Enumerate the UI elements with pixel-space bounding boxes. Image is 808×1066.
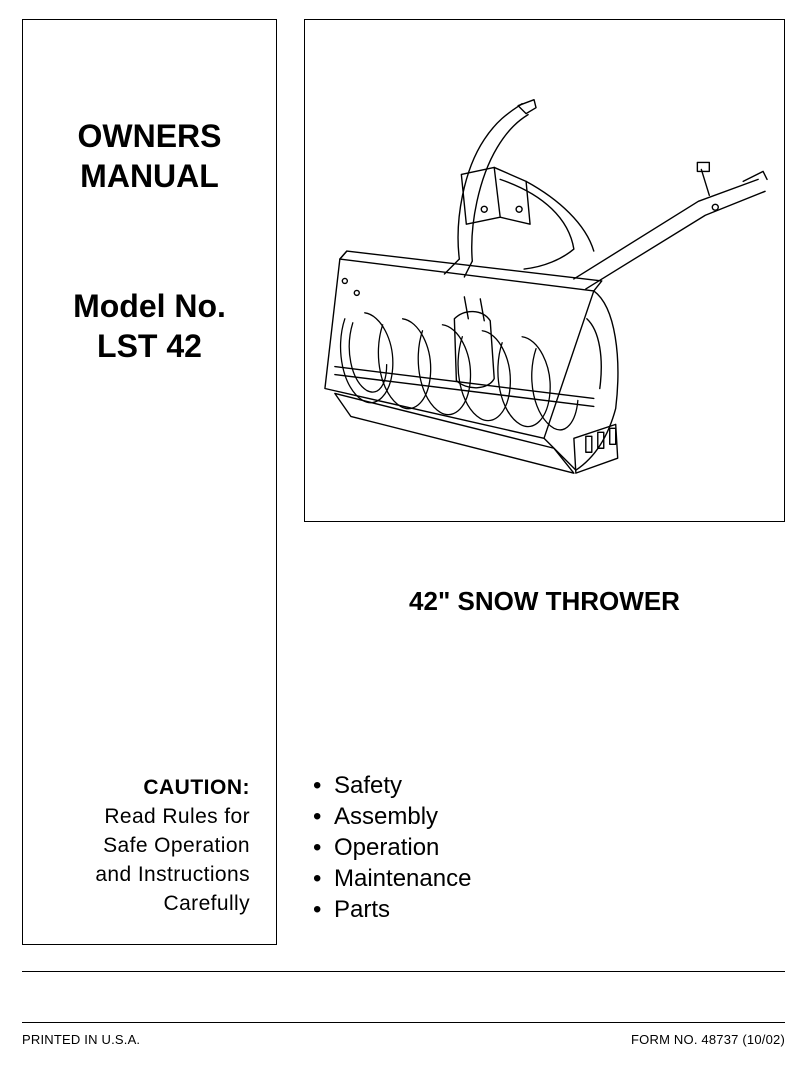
snow-thrower-illustration [324, 99, 768, 474]
caution-line: Safe Operation [103, 834, 250, 857]
divider [22, 1022, 785, 1023]
bullet-glyph: • [313, 834, 322, 861]
product-image-frame [304, 19, 785, 522]
list-item: • Maintenance [313, 863, 471, 894]
caution-heading: CAUTION: [143, 776, 250, 799]
list-item: • Safety [313, 770, 471, 801]
divider [22, 971, 785, 972]
list-item: • Parts [313, 894, 471, 925]
form-number-label: FORM NO. 48737 (10/02) [631, 1032, 785, 1047]
caution-line: Carefully [163, 892, 250, 915]
list-item-label: Maintenance [334, 865, 472, 892]
manual-title-line: MANUAL [80, 158, 219, 194]
manual-title-line: OWNERS [77, 118, 222, 154]
model-number: Model No. LST 42 [23, 286, 276, 366]
list-item-label: Operation [334, 834, 440, 861]
list-item: • Assembly [313, 801, 471, 832]
list-item-label: Safety [334, 772, 403, 799]
contents-list: • Safety • Assembly • Operation • Maintenanc… [313, 770, 471, 925]
bullet-glyph: • [313, 772, 322, 799]
cover-left-panel: OWNERS MANUAL Model No. LST 42 CAUTION: … [22, 19, 277, 945]
bullet-glyph: • [313, 803, 322, 830]
list-item: • Operation [313, 832, 471, 863]
bullet-glyph: • [313, 896, 322, 923]
printed-in-label: PRINTED IN U.S.A. [22, 1032, 141, 1047]
list-item-label: Assembly [334, 803, 439, 830]
caution-line: Read Rules for [104, 805, 250, 828]
model-value: LST 42 [97, 328, 202, 364]
list-item-label: Parts [334, 896, 391, 923]
bullet-glyph: • [313, 865, 322, 892]
product-title: 42" SNOW THROWER [409, 586, 680, 616]
caution-notice: CAUTION: Read Rules for Safe Operation a… [95, 773, 250, 918]
model-label: Model No. [73, 288, 226, 324]
caution-line: and Instructions [95, 863, 250, 886]
manual-title: OWNERS MANUAL [23, 116, 276, 196]
